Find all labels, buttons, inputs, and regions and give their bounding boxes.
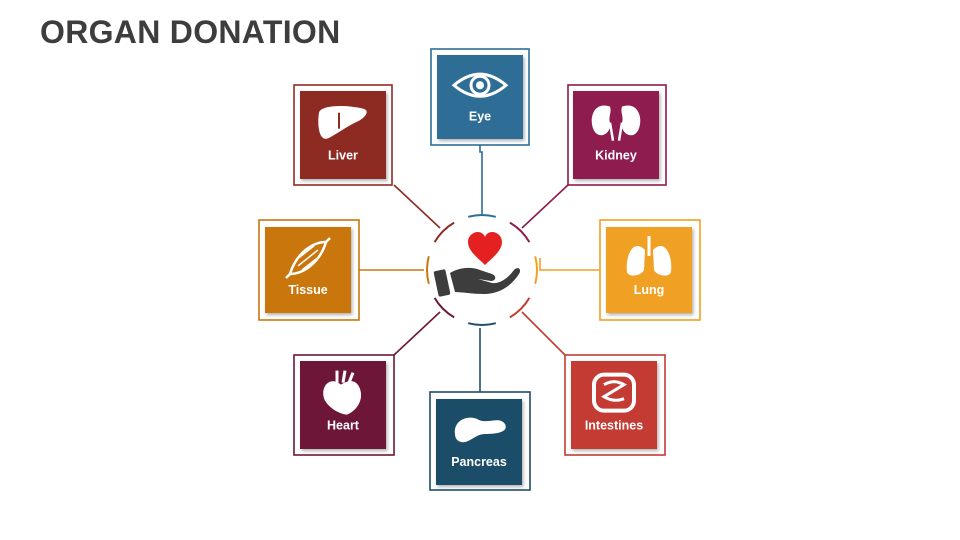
organ-card-intestines: Intestines [564, 354, 666, 456]
organ-card-heart: Heart [293, 354, 395, 456]
ring-segment [467, 214, 497, 218]
connector-eye [479, 145, 483, 215]
page-title: ORGAN DONATION [40, 14, 341, 50]
card-frame [599, 219, 701, 321]
card-frame [429, 391, 531, 491]
liver-icon [318, 106, 367, 139]
ring-segment [509, 297, 531, 319]
organ-card-pancreas: Pancreas [429, 391, 531, 491]
card-tile [300, 91, 386, 179]
connector-lung [539, 258, 600, 271]
ring-segment [534, 255, 538, 285]
kidney-icon [591, 105, 641, 141]
center-emblem [433, 232, 521, 297]
organ-label-heart: Heart [327, 419, 360, 433]
connector-intestines [521, 311, 566, 356]
card-frame [293, 84, 393, 186]
organ-label-kidney: Kidney [595, 149, 637, 163]
card-frame [564, 354, 666, 456]
card-tile [436, 399, 522, 485]
ring-segment [433, 221, 455, 243]
intestines-icon [592, 372, 636, 413]
card-frame [293, 354, 395, 456]
center-ring [426, 214, 538, 326]
connector-lines [359, 145, 600, 392]
ring-segment [467, 322, 497, 326]
organ-label-eye: Eye [469, 110, 491, 124]
card-frame [567, 84, 667, 186]
organ-card-eye: Eye [430, 48, 530, 146]
connector-kidney [521, 184, 569, 229]
eye-icon [451, 72, 509, 98]
organ-label-pancreas: Pancreas [451, 455, 507, 469]
ring-segment [426, 255, 430, 285]
card-tile [573, 91, 659, 179]
hand-icon [433, 267, 521, 297]
connector-heart [393, 311, 441, 356]
lungs-icon [626, 235, 672, 276]
tissue-icon [285, 237, 331, 279]
organ-label-liver: Liver [328, 149, 358, 163]
organ-label-lung: Lung [634, 283, 665, 297]
card-frame [430, 48, 530, 146]
organ-label-tissue: Tissue [288, 283, 327, 297]
organ-card-lung: Lung [599, 219, 701, 321]
card-frame [258, 219, 360, 321]
heart-organ-icon [323, 370, 362, 415]
pancreas-icon [454, 417, 506, 443]
organ-card-liver: Liver [293, 84, 393, 186]
ring-segment [433, 297, 455, 319]
organ-card-tissue: Tissue [258, 219, 360, 321]
heart-icon [468, 232, 502, 265]
ring-segment [509, 221, 531, 243]
organ-card-kidney: Kidney [567, 84, 667, 186]
organ-label-intestines: Intestines [585, 419, 643, 433]
connector-liver [393, 184, 441, 229]
card-tile [265, 227, 351, 313]
